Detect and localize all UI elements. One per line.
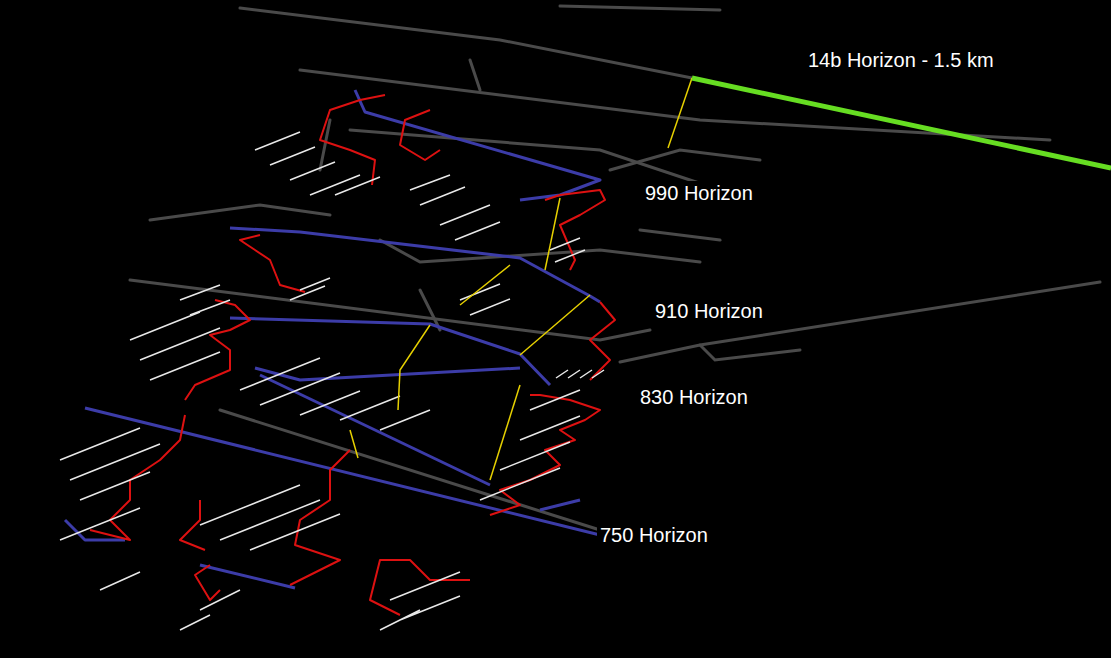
- horizon-label: 830 Horizon: [637, 385, 751, 409]
- level-drifts: [65, 90, 600, 588]
- gray-tunnels: [130, 6, 1100, 530]
- horizon-label: 990 Horizon: [642, 181, 756, 205]
- horizon-label: 14b Horizon - 1.5 km: [805, 48, 997, 72]
- horizon-label: 750 Horizon: [597, 523, 711, 547]
- access-drift: [692, 78, 1111, 168]
- shafts: [350, 78, 692, 480]
- horizon-label: 910 Horizon: [652, 299, 766, 323]
- drill-fans: [60, 132, 604, 630]
- orebody-contours: [90, 95, 615, 615]
